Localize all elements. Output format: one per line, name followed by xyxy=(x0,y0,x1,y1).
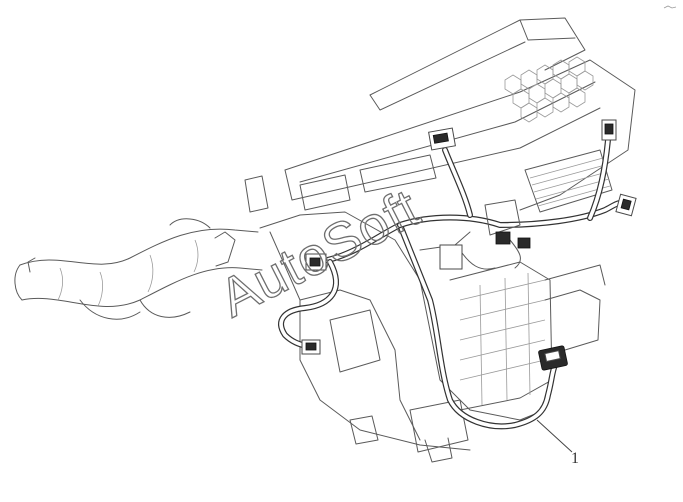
callout-number: 1 xyxy=(571,450,579,467)
connector-plug-icon xyxy=(439,231,531,270)
connector-plug-icon xyxy=(301,339,321,355)
hvac-housing xyxy=(244,17,636,463)
connector-plug-icon xyxy=(305,253,327,271)
connector-plug-icon xyxy=(601,119,617,141)
corner-mark xyxy=(663,5,677,9)
connector-plug-icon xyxy=(428,127,456,151)
callout-leader-line xyxy=(536,419,573,453)
callout-1: 1 xyxy=(536,419,579,467)
connector-plug-icon xyxy=(615,193,637,217)
wiring-harness xyxy=(278,137,628,430)
left-air-duct xyxy=(14,218,263,320)
connector-plug-icon xyxy=(538,345,568,371)
